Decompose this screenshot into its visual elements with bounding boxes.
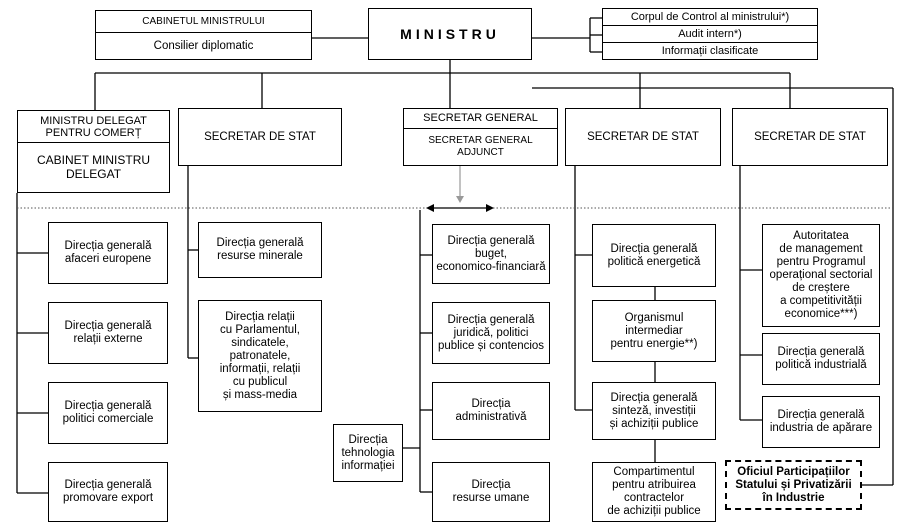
ministru-box: MINISTRU — [368, 8, 532, 60]
directie-label: Direcția generală politică energetică — [607, 242, 701, 268]
directie-box: Autoritatea de management pentru Program… — [762, 224, 880, 327]
directie-box: Direcția generală relații externe — [48, 302, 168, 364]
secretar-stat-label: SECRETAR DE STAT — [754, 130, 866, 143]
directie-box: Direcția generală industria de apărare — [762, 396, 880, 448]
secretar-stat-box: SECRETAR DE STAT — [178, 108, 342, 166]
directie-label: Organismul intermediar pentru energie**) — [610, 311, 698, 350]
secretar-general-adjunct: SECRETAR GENERAL ADJUNCT — [428, 135, 533, 158]
delegat-cabinet: CABINET MINISTRU DELEGAT — [36, 153, 151, 181]
directie-box: Direcția generală afaceri europene — [48, 222, 168, 284]
directie-box: Direcția generală buget, economico-finan… — [432, 224, 550, 284]
oficiul-label: Oficiul Participațiilor Statului și Priv… — [735, 465, 852, 504]
secretar-stat-label: SECRETAR DE STAT — [204, 130, 316, 143]
directie-box: Direcția generală politici comerciale — [48, 382, 168, 444]
directie-box: Direcția generală sinteză, investiții și… — [592, 382, 716, 440]
directie-box: Direcția relații cu Parlamentul, sindica… — [198, 300, 322, 412]
directie-box: Direcția generală politică energetică — [592, 224, 716, 287]
directie-box: Organismul intermediar pentru energie**) — [592, 300, 716, 362]
delegat-title: MINISTRU DELEGAT PENTRU COMERȚ — [40, 114, 147, 139]
secretar-general-box: SECRETAR GENERAL SECRETAR GENERAL ADJUNC… — [403, 108, 558, 166]
secretar-general-title: SECRETAR GENERAL — [423, 112, 538, 124]
directie-label: Direcția relații cu Parlamentul, sindica… — [219, 310, 301, 401]
directie-label: Compartimentul pentru atribuirea contrac… — [607, 466, 701, 517]
secretar-stat-box: SECRETAR DE STAT — [565, 108, 721, 166]
directie-label: Direcția generală buget, economico-finan… — [436, 234, 546, 273]
directie-box: Direcția tehnologia informației — [333, 424, 403, 482]
cabinet-ministrului-box: CABINETUL MINISTRULUI Consilier diplomat… — [95, 10, 312, 60]
directie-box: Direcția generală politică industrială — [762, 333, 880, 385]
directie-box: Direcția generală resurse minerale — [198, 222, 322, 278]
control-item: Corpul de Control al ministrului*) — [603, 9, 817, 26]
control-item: Audit intern*) — [603, 26, 817, 43]
directie-label: Direcția generală sinteză, investiții și… — [609, 391, 699, 430]
directie-label: Autoritatea de management pentru Program… — [769, 230, 873, 320]
cabinet-sub: Consilier diplomatic — [153, 39, 254, 52]
control-item: Informații clasificate — [661, 44, 759, 57]
directie-label: Direcția generală politică industrială — [775, 346, 867, 371]
directie-label: Direcția tehnologia informației — [341, 433, 395, 472]
secretar-stat-box: SECRETAR DE STAT — [732, 108, 888, 166]
directie-box: Compartimentul pentru atribuirea contrac… — [592, 462, 716, 522]
directie-label: Direcția generală resurse minerale — [216, 237, 304, 262]
directie-box: Direcția resurse umane — [432, 462, 550, 522]
control-box: Corpul de Control al ministrului*) Audit… — [602, 8, 818, 60]
secretar-stat-label: SECRETAR DE STAT — [587, 130, 699, 143]
directie-label: Direcția administrativă — [455, 398, 527, 423]
directie-label: Direcția resurse umane — [452, 479, 530, 504]
directie-label: Direcția generală afaceri europene — [64, 240, 152, 265]
directie-box: Direcția administrativă — [432, 382, 550, 440]
oficiul-participatiilor-box: Oficiul Participațiilor Statului și Priv… — [725, 460, 862, 510]
directie-label: Direcția generală industria de apărare — [769, 409, 873, 434]
directie-label: Direcția generală politici comerciale — [62, 400, 154, 425]
directie-label: Direcția generală relații externe — [64, 320, 152, 345]
ministru-title: MINISTRU — [400, 25, 500, 42]
directie-box: Direcția generală juridică, politici pub… — [432, 302, 550, 364]
directie-box: Direcția generală promovare export — [48, 462, 168, 522]
ministru-delegat-box: MINISTRU DELEGAT PENTRU COMERȚ CABINET M… — [17, 110, 170, 193]
directie-label: Direcția generală promovare export — [62, 479, 154, 504]
cabinet-title: CABINETUL MINISTRULUI — [96, 11, 311, 33]
directie-label: Direcția generală juridică, politici pub… — [437, 313, 545, 352]
